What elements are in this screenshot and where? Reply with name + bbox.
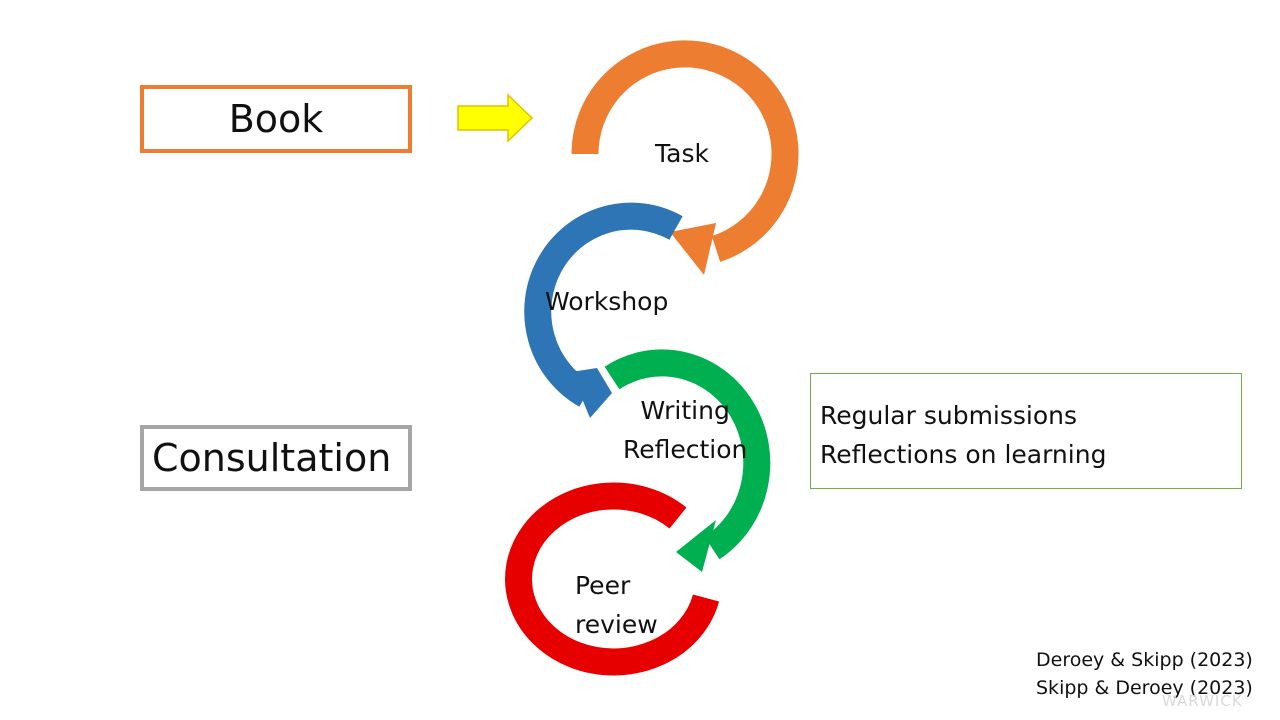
note-line: Reflections on learning [820,440,1107,469]
review-label-line: review [575,610,658,639]
workshop-label: Workshop [545,287,669,316]
warwick-watermark: WARWICK [1162,692,1243,710]
right-arrow-icon [457,93,534,143]
reflection-label-line: Reflection [623,435,748,464]
writing-arc [604,349,771,560]
writing-reflection-label: Writing Reflection [623,391,747,469]
book-box: Book [140,85,412,153]
task-arrowhead [670,223,716,275]
book-label: Book [228,97,324,141]
references: Deroey & Skipp (2023) Skipp & Deroey (20… [1036,646,1253,702]
consultation-label: Consultation [152,436,392,480]
peer-review-label: Peer review [575,566,658,644]
consultation-box: Consultation [140,425,412,491]
workshop-arc [524,202,683,407]
task-arc [571,40,799,262]
peer-review-ring [505,482,720,676]
reference-line: Deroey & Skipp (2023) [1036,649,1253,671]
writing-arrowhead [676,520,716,572]
note-box: Regular submissions Reflections on learn… [810,373,1242,489]
reference-line: Skipp & Deroey (2023) [1036,677,1253,699]
note-line: Regular submissions [820,401,1078,430]
writing-label-line: Writing [640,396,730,425]
peer-label-line: Peer [575,571,631,600]
task-label: Task [655,139,709,168]
workshop-arrowhead [571,368,612,418]
